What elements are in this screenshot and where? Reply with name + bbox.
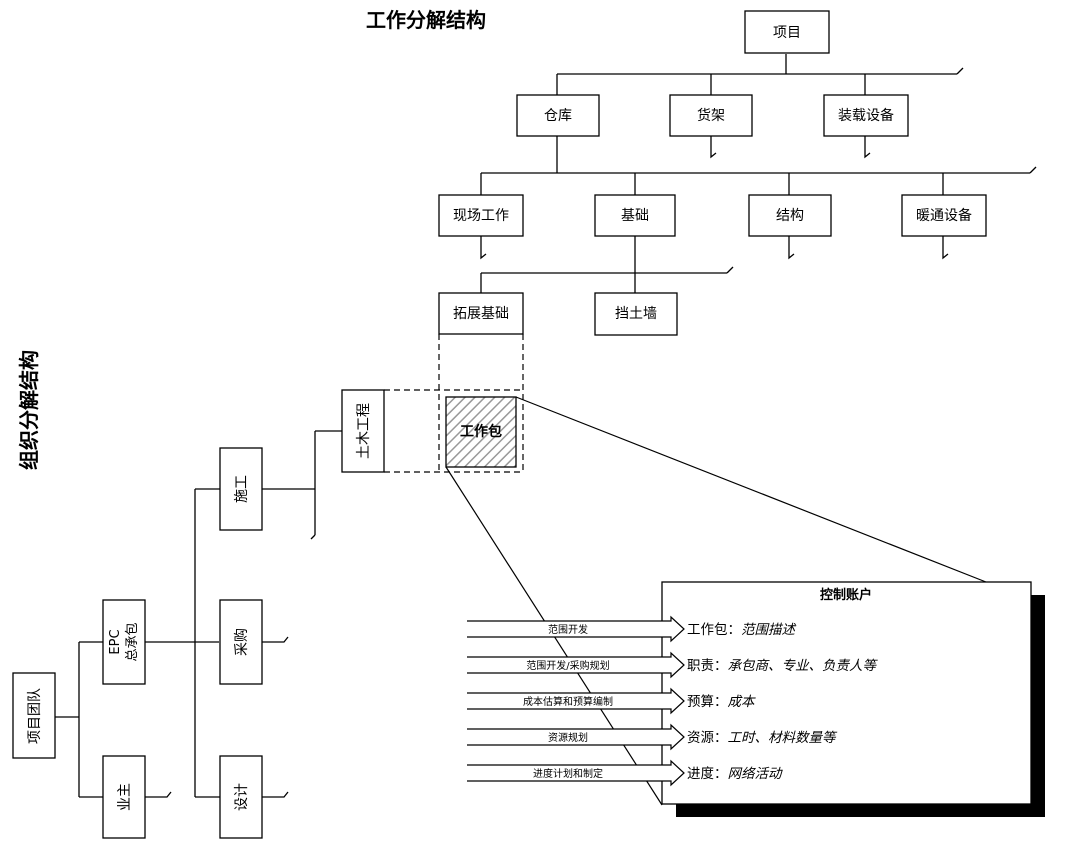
- svg-text:装载设备: 装载设备: [838, 107, 894, 124]
- svg-text:项目: 项目: [773, 25, 801, 41]
- input-arrow-label: 进度计划和制定: [533, 767, 603, 780]
- wbs-node-structure: 结构: [748, 194, 832, 237]
- control-account: 控制账户: [661, 581, 1045, 817]
- control-account-row: 职责：承包商、专业、负责人等: [687, 658, 878, 674]
- control-account-row-label: 工作包：: [687, 622, 741, 638]
- control-account-box: [661, 581, 1032, 805]
- control-account-title: 控制账户: [820, 587, 872, 603]
- wbs-node-shelving: 货架: [669, 94, 753, 137]
- input-arrow: [467, 615, 685, 643]
- svg-text:拓展基础: 拓展基础: [453, 305, 509, 322]
- svg-text:EPC: EPC: [108, 629, 123, 654]
- obs-node-construction: 施工: [219, 447, 263, 531]
- input-arrow-label: 资源规划: [548, 731, 588, 744]
- svg-text:挡土墙: 挡土墙: [615, 306, 657, 322]
- wbs-title: 工作分解结构: [366, 8, 486, 32]
- intersection-dashed-lines: [384, 334, 524, 473]
- work-package-label: 工作包: [460, 423, 502, 440]
- svg-text:结构: 结构: [776, 208, 804, 224]
- input-arrow: [467, 723, 685, 751]
- obs-node-epc: EPC 总承包: [102, 599, 146, 685]
- control-account-row-label: 预算：: [687, 694, 728, 710]
- control-account-row: 进度：网络活动: [687, 766, 783, 782]
- control-account-row-label: 进度：: [687, 766, 728, 782]
- input-arrow-label: 范围开发/采购规划: [526, 659, 609, 672]
- wbs-node-warehouse: 仓库: [516, 94, 600, 137]
- obs-node-design: 设计: [219, 755, 263, 839]
- input-arrow: [467, 651, 685, 679]
- svg-text:暖通设备: 暖通设备: [916, 207, 972, 224]
- control-account-row: 预算：成本: [687, 694, 756, 710]
- obs-title: 组织分解结构: [17, 350, 41, 470]
- obs-connectors: [55, 430, 342, 798]
- svg-text:货架: 货架: [697, 107, 725, 124]
- svg-text:基础: 基础: [621, 207, 649, 224]
- control-account-row: 资源：工时、材料数量等: [687, 730, 838, 746]
- svg-text:采购: 采购: [234, 628, 250, 656]
- control-account-row-label: 资源：: [687, 730, 728, 746]
- svg-text:仓库: 仓库: [544, 108, 572, 124]
- svg-text:土木工程: 土木工程: [356, 403, 372, 459]
- control-account-row-value: 网络活动: [728, 766, 783, 782]
- svg-text:现场工作: 现场工作: [453, 208, 509, 224]
- obs-node-owner: 业主: [102, 755, 146, 839]
- control-account-row: 工作包：范围描述: [687, 622, 796, 638]
- input-arrow-label: 范围开发: [548, 623, 588, 636]
- work-package-cell: 工作包: [445, 396, 517, 468]
- wbs-node-loading-equipment: 装载设备: [823, 94, 909, 137]
- svg-text:业主: 业主: [117, 783, 133, 811]
- svg-text:项目团队: 项目团队: [27, 688, 43, 744]
- input-arrow-label: 成本估算和预算编制: [523, 695, 613, 708]
- control-account-row-value: 范围描述: [741, 622, 796, 638]
- obs-node-procurement: 采购: [219, 599, 263, 685]
- svg-text:设计: 设计: [234, 783, 250, 811]
- input-arrow: [467, 759, 685, 787]
- control-account-row-value: 成本: [728, 694, 757, 710]
- input-arrow: [467, 687, 685, 715]
- obs-node-project-team: 项目团队: [12, 672, 56, 759]
- wbs-connectors: [480, 54, 1037, 293]
- control-account-row-value: 承包商、专业、负责人等: [728, 658, 879, 674]
- obs-node-civil-engineering: 土木工程: [341, 389, 385, 473]
- wbs-node-retaining-wall: 挡土墙: [594, 292, 678, 336]
- wbs-node-site-work: 现场工作: [438, 194, 524, 237]
- svg-text:施工: 施工: [234, 475, 250, 503]
- wbs-node-hvac: 暖通设备: [901, 194, 987, 237]
- control-account-row-label: 职责：: [687, 658, 728, 674]
- svg-text:总承包: 总承包: [125, 622, 140, 661]
- wbs-node-spread-footing: 拓展基础: [438, 292, 524, 335]
- wbs-node-foundation: 基础: [594, 194, 676, 237]
- control-account-row-value: 工时、材料数量等: [728, 730, 838, 746]
- wbs-node-project: 项目: [744, 10, 830, 54]
